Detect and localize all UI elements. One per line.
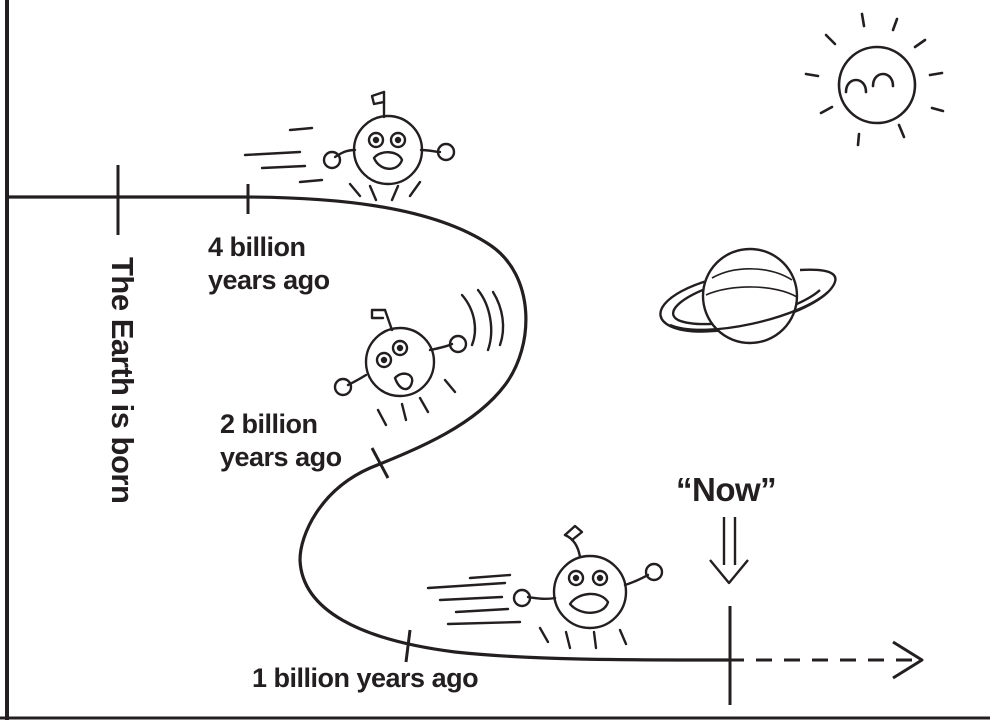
earth-born-label: The Earth is born — [105, 257, 140, 504]
arrow-head-icon — [892, 640, 924, 680]
four-billion-label: 4 billion years ago — [208, 231, 330, 297]
saturn-planet-icon — [659, 247, 837, 345]
sun-icon — [804, 12, 945, 147]
one-billion-tick — [404, 629, 412, 663]
two-billion-label-line2: years ago — [220, 442, 342, 472]
two-billion-label: 2 billion years ago — [220, 408, 342, 474]
timeline-curve — [5, 195, 730, 662]
now-arrow-icon — [709, 517, 749, 585]
four-billion-label-line1: 4 billion — [208, 232, 306, 262]
mascot-character-icon — [243, 90, 456, 202]
now-label: “Now” — [676, 471, 777, 508]
two-billion-label-line1: 2 billion — [220, 409, 318, 439]
one-billion-label: 1 billion years ago — [252, 663, 479, 693]
mascot-character-icon — [426, 524, 664, 650]
four-billion-label-line2: years ago — [208, 265, 330, 295]
two-billion-tick — [370, 447, 390, 479]
mascot-character-icon — [333, 288, 505, 427]
